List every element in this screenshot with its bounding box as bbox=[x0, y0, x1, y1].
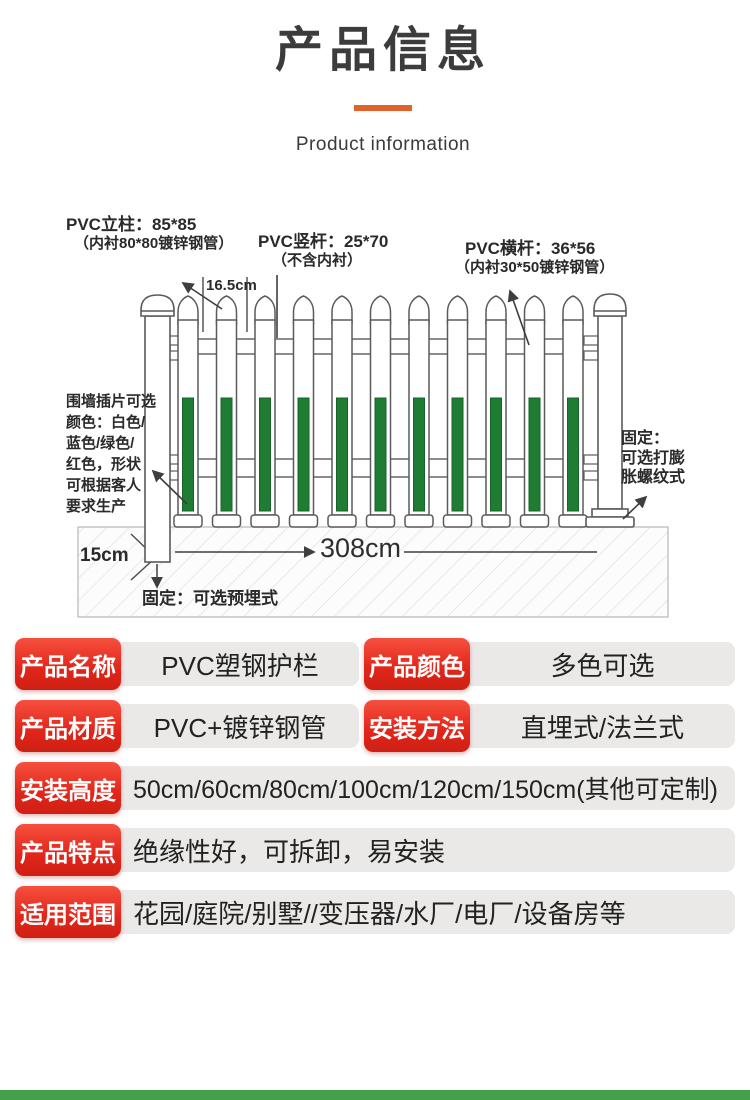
fence-diagram: PVC立柱：85*85 （内衬80*80镀锌钢管） PVC竖杆：25*70 （不… bbox=[0, 200, 750, 630]
picket bbox=[404, 295, 434, 528]
ground-block bbox=[77, 526, 669, 618]
spec-value: PVC+镀锌钢管 bbox=[153, 712, 327, 743]
value-bar bbox=[23, 890, 735, 934]
spec-value: 花园/庭院/别墅//变压器/水厂/电厂/设备房等 bbox=[133, 898, 626, 929]
spec-cell-material: PVC+镀锌钢管 产品材质 bbox=[15, 700, 359, 752]
picket bbox=[442, 295, 473, 528]
table-row: 绝缘性好，可拆卸，易安装 产品特点 bbox=[15, 824, 735, 876]
picket bbox=[558, 295, 588, 528]
spec-label-badge: 产品材质 bbox=[15, 700, 121, 752]
table-row: 50cm/60cm/80cm/100cm/120cm/150cm(其他可定制) … bbox=[15, 762, 735, 814]
table-row: PVC塑钢护栏 产品名称 多色可选 产品颜色 bbox=[15, 638, 735, 690]
rail-spec-label: PVC横杆：36*56 （内衬30*50镀锌钢管） bbox=[455, 239, 615, 277]
picket bbox=[481, 295, 511, 528]
picket bbox=[365, 295, 396, 528]
spec-value: 绝缘性好，可拆卸，易安装 bbox=[133, 836, 446, 867]
insert-color-note: 围墙插片可选 颜色：白色/ 蓝色/绿色/ 红色，形状 可根据客人 要求生产 bbox=[66, 393, 157, 515]
spec-value: 直埋式/法兰式 bbox=[520, 712, 685, 743]
spec-cell-product-name: PVC塑钢护栏 产品名称 bbox=[15, 638, 359, 690]
spec-table: PVC塑钢护栏 产品名称 多色可选 产品颜色 PVC+镀锌钢管 产品材质 直埋式… bbox=[15, 638, 735, 938]
spec-label-badge: 适用范围 bbox=[15, 886, 121, 938]
width-label: 308cm bbox=[320, 533, 402, 563]
footer-bar bbox=[0, 1090, 750, 1100]
picket bbox=[288, 295, 319, 528]
depth-label: 15cm bbox=[80, 545, 129, 566]
left-post bbox=[140, 294, 175, 563]
spec-cell-product-color: 多色可选 产品颜色 bbox=[364, 638, 735, 690]
spacing-label: 16.5cm bbox=[206, 277, 257, 294]
value-bar bbox=[23, 828, 735, 872]
post-spec-label: PVC立柱：85*85 （内衬80*80镀锌钢管） bbox=[66, 215, 234, 253]
value-bar bbox=[23, 766, 735, 810]
fix-expansion-note: 固定： 可选打膨 胀螺纹式 bbox=[621, 430, 686, 486]
spec-label-badge: 产品特点 bbox=[15, 824, 121, 876]
picket bbox=[327, 295, 357, 528]
right-post bbox=[585, 293, 635, 528]
title-underline bbox=[354, 104, 412, 111]
spec-value: 50cm/60cm/80cm/100cm/120cm/150cm(其他可定制) bbox=[133, 776, 718, 804]
spec-label-badge: 产品颜色 bbox=[364, 638, 470, 690]
spec-label-badge: 安装方法 bbox=[364, 700, 470, 752]
table-row: PVC+镀锌钢管 产品材质 直埋式/法兰式 安装方法 bbox=[15, 700, 735, 752]
picket bbox=[173, 295, 203, 528]
spec-cell-install-method: 直埋式/法兰式 安装方法 bbox=[364, 700, 735, 752]
spacing-ticks bbox=[202, 277, 248, 332]
picket bbox=[250, 295, 280, 528]
picket-spec-label: PVC竖杆：25*70 （不含内衬） bbox=[258, 232, 389, 270]
fence-drawing bbox=[77, 275, 669, 618]
header: 产品信息 Product information bbox=[16, 0, 750, 156]
spec-value: PVC塑钢护栏 bbox=[161, 650, 319, 681]
page-subtitle: Product information bbox=[295, 133, 471, 155]
spec-label-badge: 安装高度 bbox=[15, 762, 121, 814]
spec-value: 多色可选 bbox=[550, 650, 655, 681]
page-title: 产品信息 bbox=[274, 24, 491, 77]
table-row: 花园/庭院/别墅//变压器/水厂/电厂/设备房等 适用范围 bbox=[15, 886, 735, 938]
fix-embedded-label: 固定：可选预埋式 bbox=[142, 589, 278, 608]
leader-arrows bbox=[151, 275, 648, 520]
spec-label-badge: 产品名称 bbox=[15, 638, 121, 690]
picket bbox=[211, 295, 242, 528]
pickets bbox=[173, 295, 588, 528]
